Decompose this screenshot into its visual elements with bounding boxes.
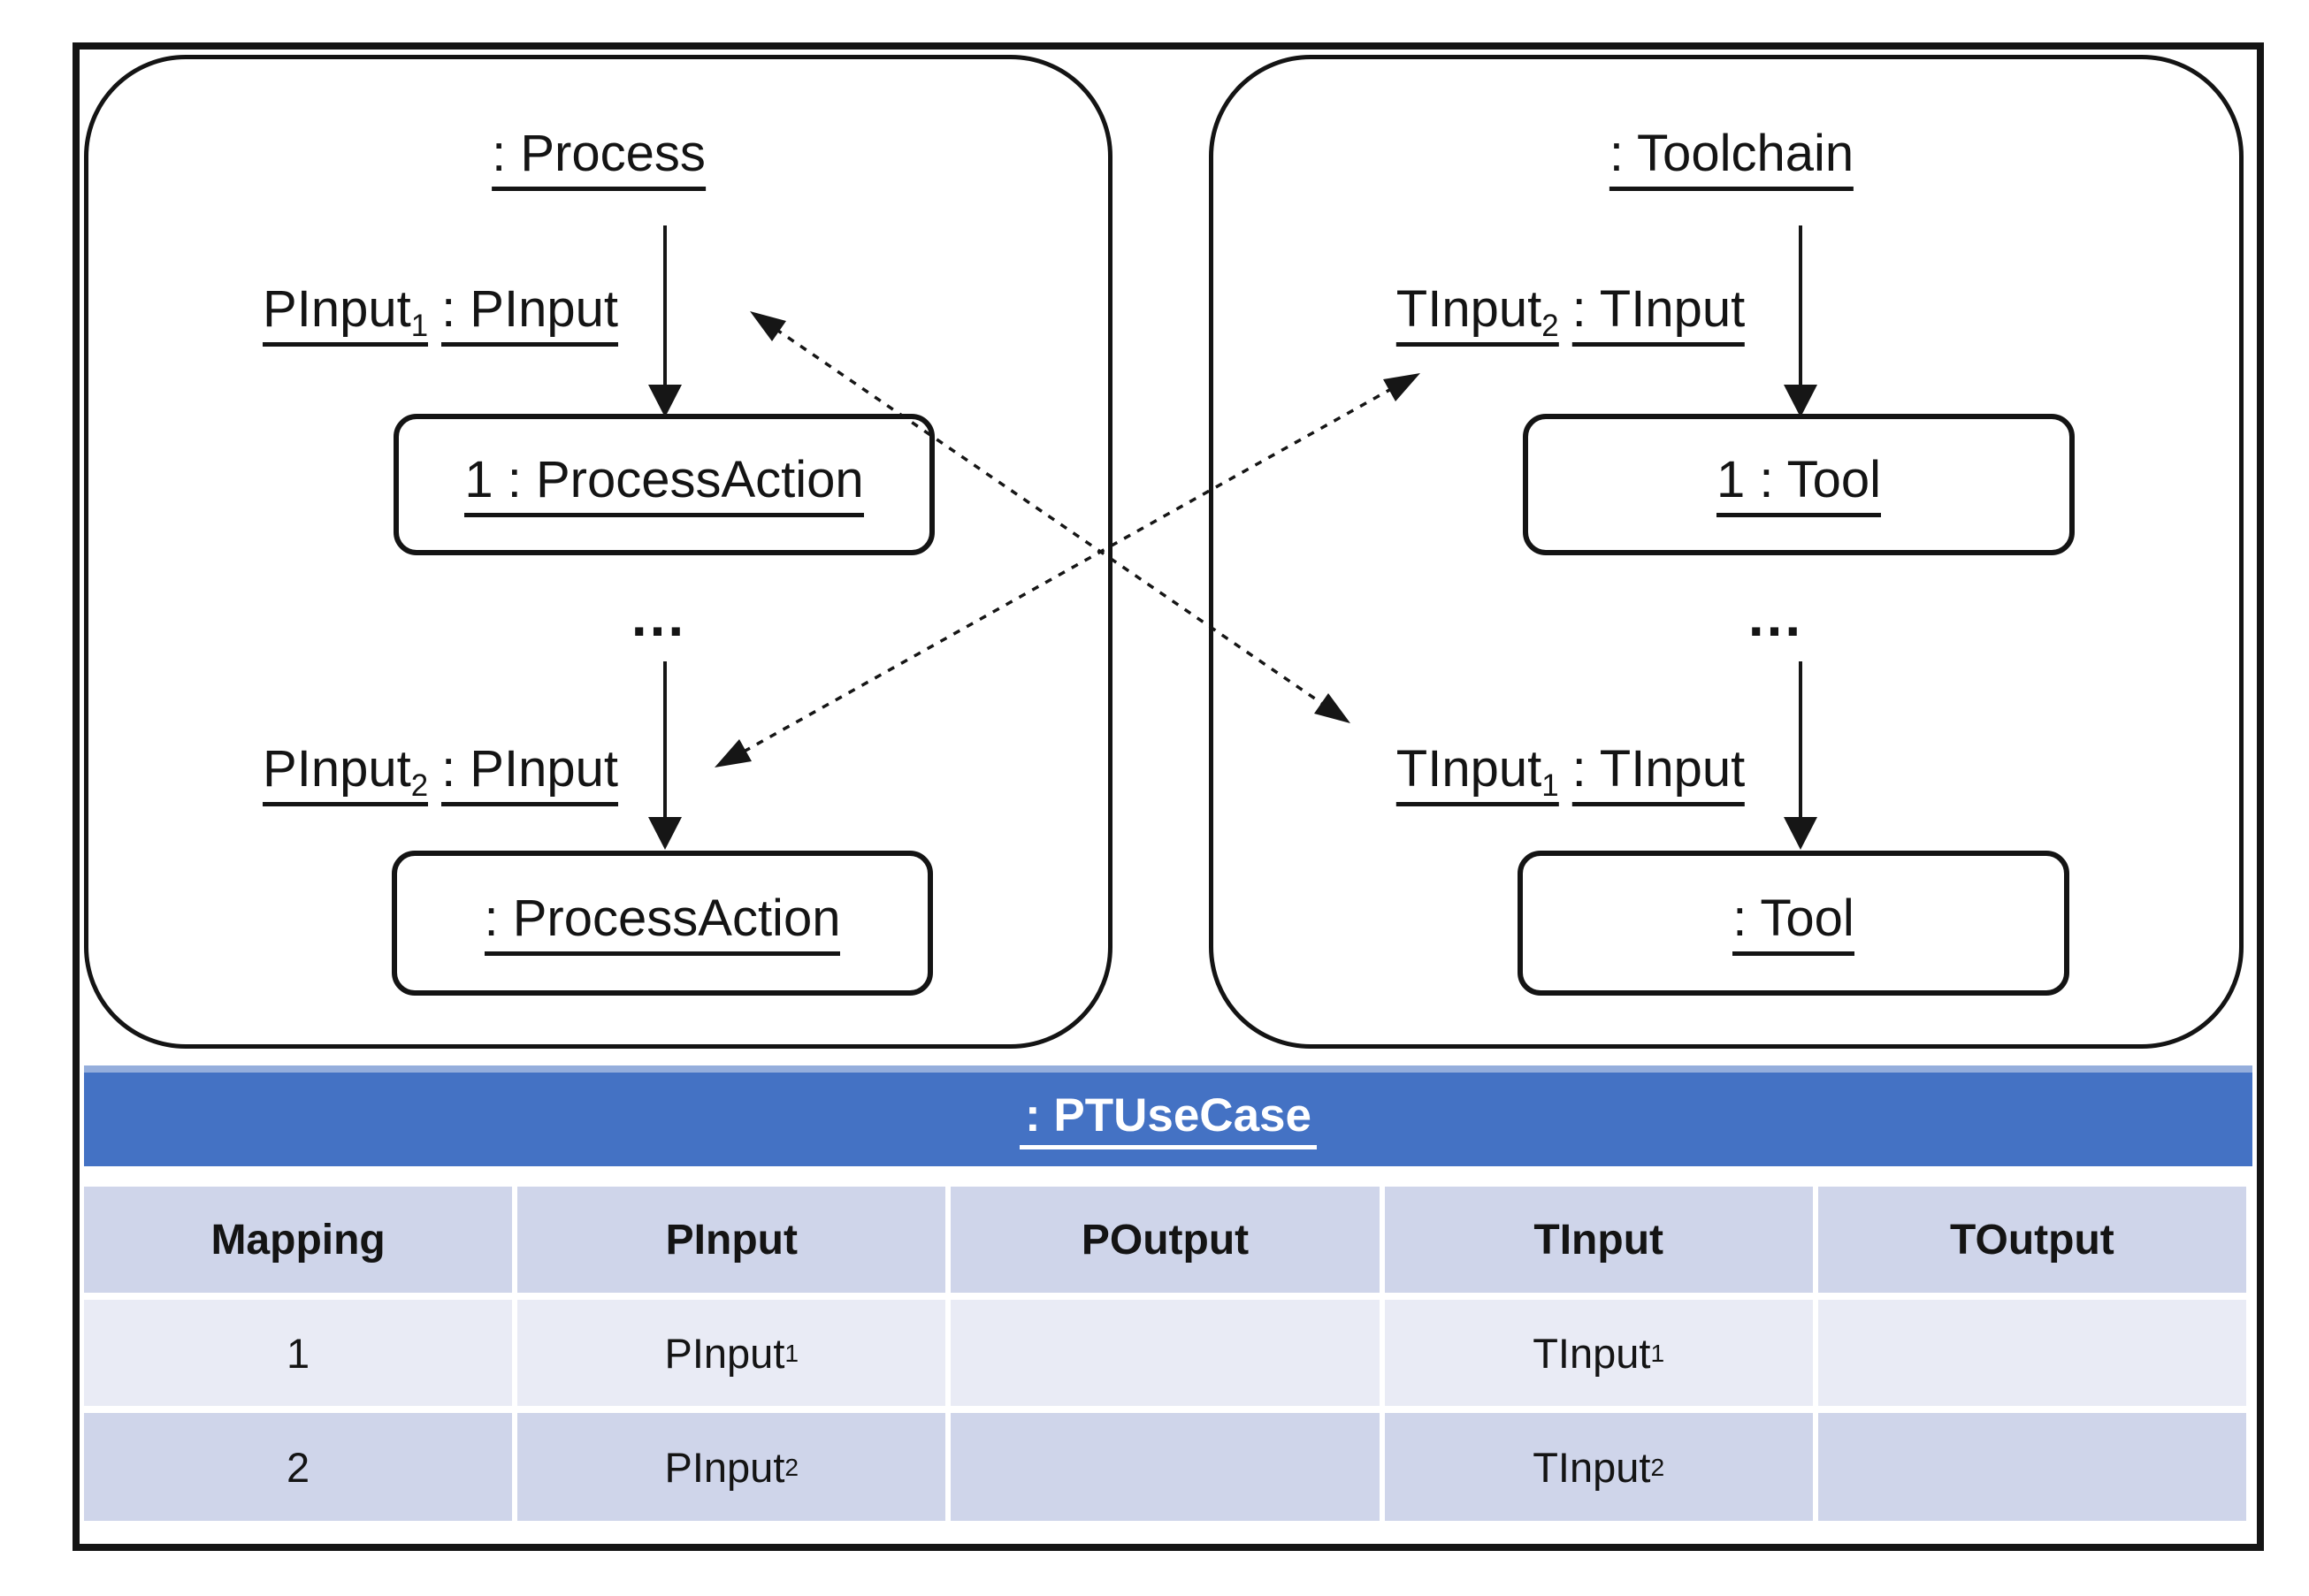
tinput1-type: : TInput	[1571, 740, 1746, 806]
col-header-poutput: POutput	[951, 1187, 1380, 1293]
tinput2-label: TInput2: TInput	[1395, 280, 1746, 347]
tool-2-text: : Tool	[1732, 890, 1854, 956]
toolchain-ellipsis: ...	[1747, 584, 1804, 648]
cell-toutput-row2	[1817, 1413, 2246, 1521]
pinput2-label: PInput2: PInput	[263, 740, 618, 806]
ptusecase-title: : PTUseCase	[1019, 1089, 1318, 1149]
tinput1-name: TInput1	[1395, 740, 1559, 806]
col-header-toutput: TOutput	[1817, 1187, 2246, 1293]
process-action-2-box: : ProcessAction	[392, 851, 933, 996]
pinput1-name: PInput1	[263, 280, 429, 347]
cell-mapping-row2: 2	[84, 1413, 513, 1521]
tool-1-text: 1 : Tool	[1716, 451, 1881, 517]
tool-2-box: : Tool	[1518, 851, 2069, 996]
toolchain-title-text: : Toolchain	[1609, 125, 1854, 191]
process-title-text: : Process	[492, 125, 706, 191]
tinput2-name: TInput2	[1395, 280, 1559, 347]
col-header-pinput: PInput	[517, 1187, 946, 1293]
process-action-2-text: : ProcessAction	[484, 890, 841, 956]
figure-border	[73, 42, 2264, 1551]
tool-1-box: 1 : Tool	[1523, 414, 2075, 555]
cell-poutput-row2	[951, 1413, 1380, 1521]
process-ellipsis: ...	[631, 584, 687, 648]
toolchain-title: : Toolchain	[1609, 125, 1854, 191]
cell-mapping-row1: 1	[84, 1300, 513, 1406]
col-header-tinput: TInput	[1384, 1187, 1813, 1293]
cell-toutput-row1	[1817, 1300, 2246, 1406]
mapping-table: Mapping PInput POutput TInput TOutput 1 …	[84, 1187, 2246, 1521]
process-title: : Process	[492, 125, 706, 191]
process-action-1-box: 1 : ProcessAction	[394, 414, 935, 555]
pinput2-type: : PInput	[441, 740, 618, 806]
pinput1-label: PInput1: PInput	[263, 280, 618, 347]
tinput1-label: TInput1: TInput	[1395, 740, 1746, 806]
pinput1-type: : PInput	[441, 280, 618, 347]
process-action-1-text: 1 : ProcessAction	[464, 451, 864, 517]
col-header-mapping: Mapping	[84, 1187, 513, 1293]
tinput2-type: : TInput	[1571, 280, 1746, 347]
pinput2-name: PInput2	[263, 740, 429, 806]
ptusecase-band: : PTUseCase	[84, 1065, 2252, 1166]
cell-poutput-row1	[951, 1300, 1380, 1406]
